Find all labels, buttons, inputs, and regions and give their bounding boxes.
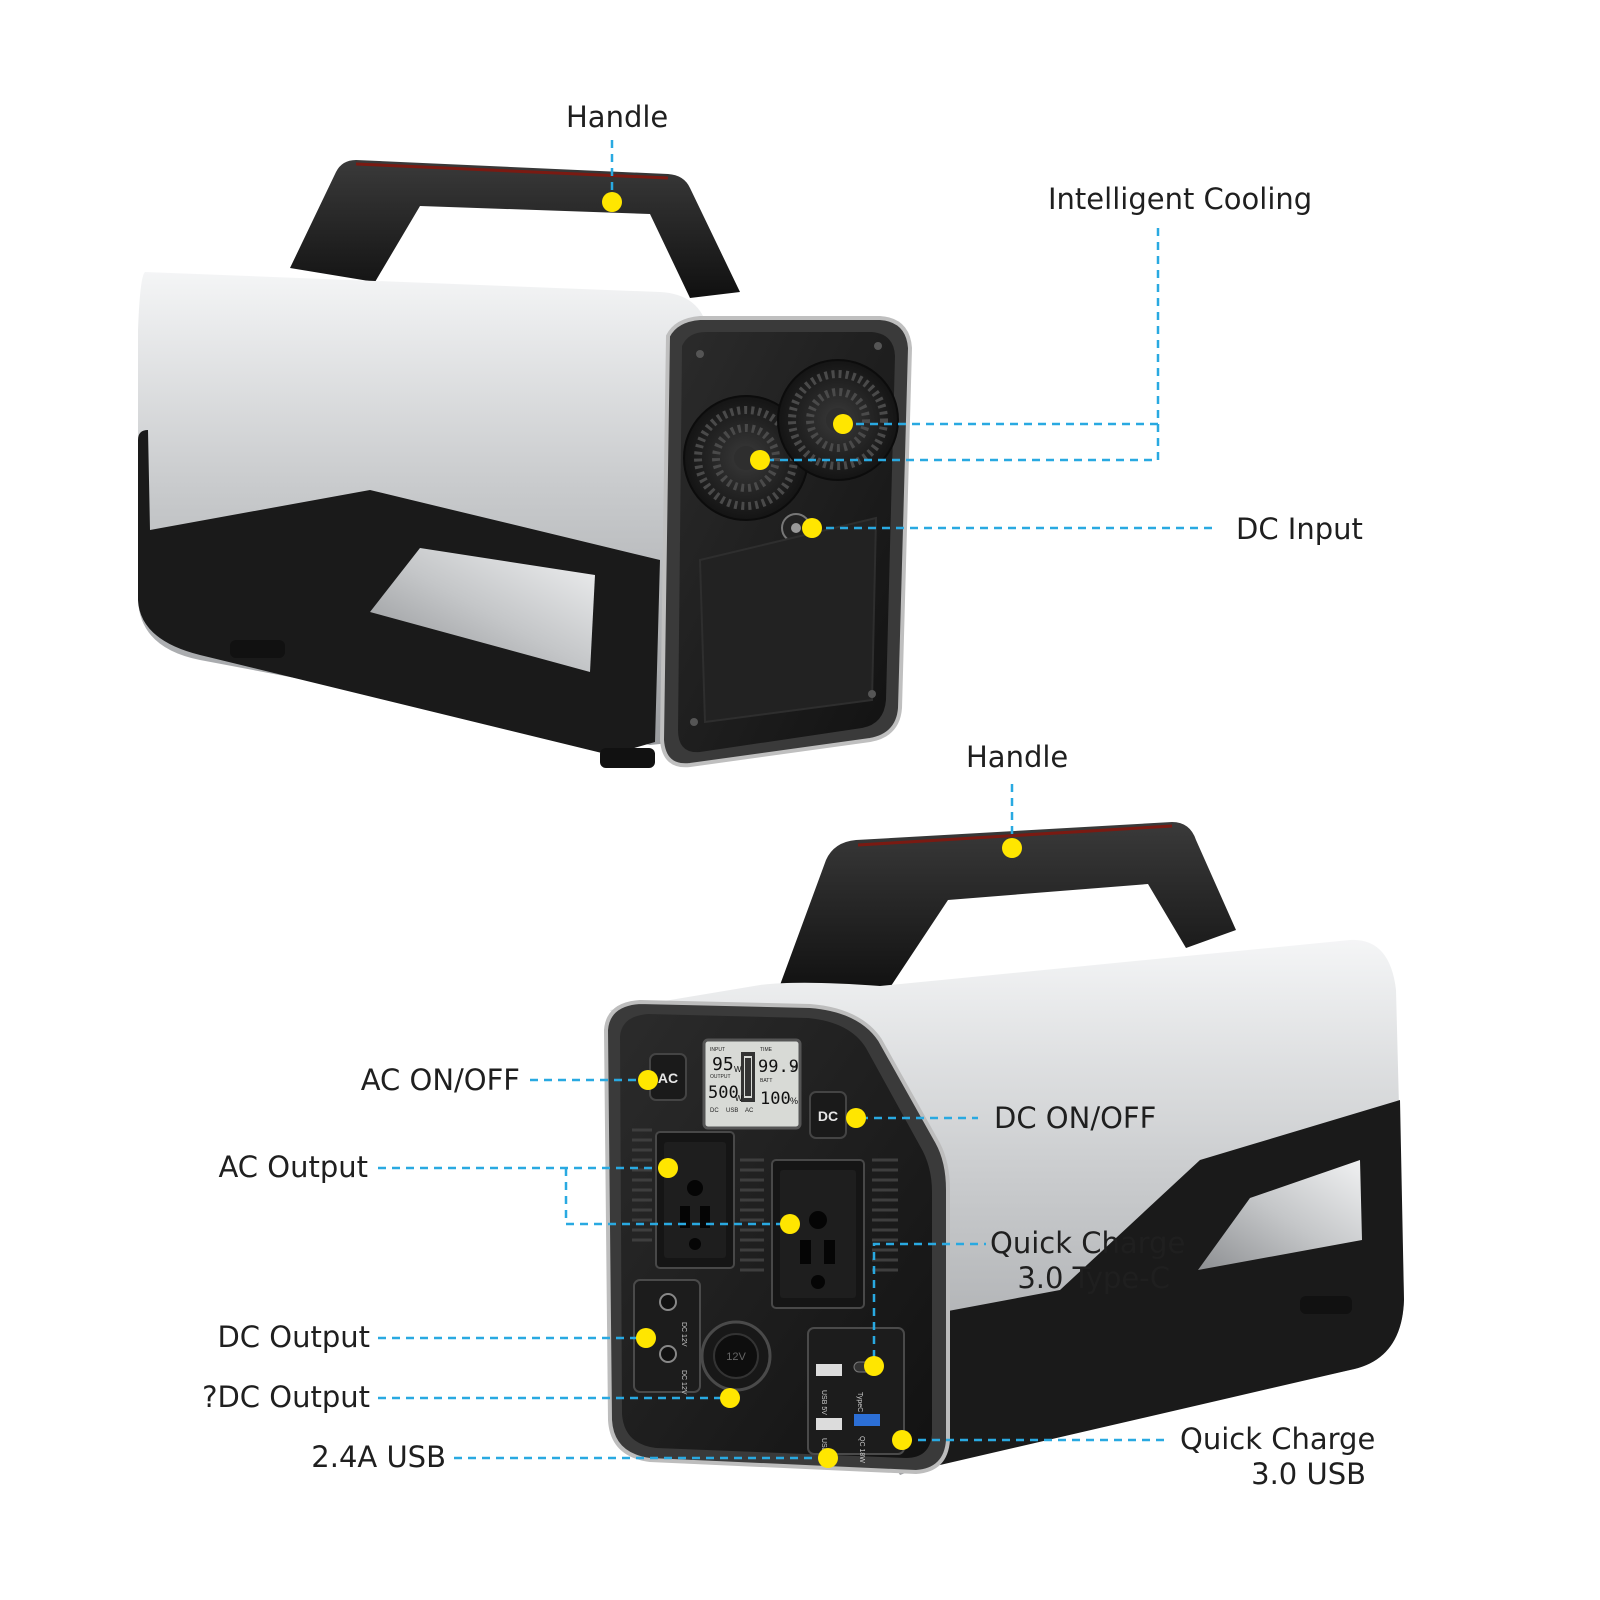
label-qc-typec-line2: 3.0 Type-C	[1017, 1261, 1170, 1295]
dc12v-label-b: DC 12V	[680, 1370, 687, 1395]
label-qc-typec-line1: Quick Charge	[990, 1226, 1186, 1260]
callout-dot-handle-top	[602, 192, 622, 212]
lcd-input-tag: INPUT	[710, 1047, 725, 1053]
lcd-output-value: 500	[708, 1083, 739, 1103]
callout-line-ac-output	[378, 1166, 788, 1226]
lcd-time-tag: TIME	[760, 1047, 773, 1053]
bottom-callout-dots	[636, 838, 1022, 1468]
callout-dot-fan-left	[750, 450, 770, 470]
lcd-input-value: 95	[712, 1054, 734, 1075]
callout-line-cooling	[760, 228, 1160, 462]
label-handle-bottom: Handle	[966, 740, 1069, 774]
top-callouts	[610, 140, 1212, 530]
lcd-batt-unit: %	[790, 1096, 798, 1106]
callout-dot-dc-output-2	[720, 1388, 740, 1408]
bottom-callouts	[378, 784, 1170, 1460]
ac-button-text: AC	[658, 1070, 678, 1086]
power-station-rear-view	[138, 160, 913, 768]
label-usb-24a: 2.4A USB	[311, 1440, 446, 1474]
usb5v-label-a: USB 5V	[820, 1390, 827, 1415]
car-socket-label: 12V	[726, 1351, 746, 1363]
label-dc-output: DC Output	[217, 1320, 370, 1354]
typec-label: TypeC	[856, 1392, 863, 1412]
lcd-output-tag: OUTPUT	[710, 1074, 731, 1080]
lcd-batt-value: 100	[760, 1089, 791, 1109]
lcd-time-value: 99.9	[758, 1057, 799, 1077]
top-handle	[290, 160, 740, 298]
callout-dot-handle-bottom	[1002, 838, 1022, 858]
lcd-batt-tag: BATT	[760, 1078, 772, 1084]
callout-dot-fan-right	[833, 414, 853, 434]
label-ac-output: AC Output	[218, 1150, 368, 1184]
label-handle-top: Handle	[566, 100, 669, 134]
lcd-dc-tag: DC	[710, 1108, 719, 1114]
callout-dot-dc-on-off	[846, 1108, 866, 1128]
label-intelligent-cooling: Intelligent Cooling	[1048, 182, 1313, 216]
callout-dot-ac-on-off	[638, 1070, 658, 1090]
label-dc-input: DC Input	[1236, 512, 1363, 546]
dc-output-panel	[633, 1279, 701, 1393]
ac-socket-right	[771, 1159, 865, 1309]
bottom-handle	[780, 822, 1236, 995]
label-qc-usb-line1: Quick Charge	[1180, 1422, 1376, 1456]
lcd-usb-tag: USB	[726, 1108, 738, 1114]
lcd-input-unit: W	[734, 1065, 742, 1074]
label-qc-usb: Quick Charge 3.0 USB	[1180, 1422, 1376, 1492]
callout-dot-dc-input	[802, 518, 822, 538]
power-station-front-view	[603, 822, 1404, 1475]
callout-dot-usb-24a	[818, 1448, 838, 1468]
dc12v-label-a: DC 12V	[680, 1322, 687, 1347]
top-callout-dots	[602, 192, 853, 538]
dc-power-button	[809, 1091, 847, 1139]
ac-socket-left	[655, 1131, 735, 1269]
callout-dot-ac-socket-right	[780, 1214, 800, 1234]
label-qc-typec: Quick Charge 3.0 Type-C	[990, 1226, 1186, 1296]
label-ac-on-off: AC ON/OFF	[360, 1063, 520, 1097]
callout-dot-dc-output	[636, 1328, 656, 1348]
lcd-ac-tag: AC	[745, 1108, 754, 1114]
label-qc-usb-line2: 3.0 USB	[1251, 1457, 1366, 1491]
callout-dot-qc-usb	[892, 1430, 912, 1450]
label-dc-output-2: ?DC Output	[202, 1380, 370, 1414]
dc-button-text: DC	[818, 1108, 838, 1124]
callout-line-qc-typec	[872, 1242, 986, 1358]
lcd-time-unit: H	[792, 1065, 797, 1072]
label-dc-on-off: DC ON/OFF	[994, 1101, 1157, 1135]
callout-dot-qc-typec	[864, 1356, 884, 1376]
lcd-output-unit: W	[735, 1094, 743, 1103]
qc18w-label: QC 18W	[858, 1436, 865, 1463]
callout-dot-ac-socket-left	[658, 1158, 678, 1178]
